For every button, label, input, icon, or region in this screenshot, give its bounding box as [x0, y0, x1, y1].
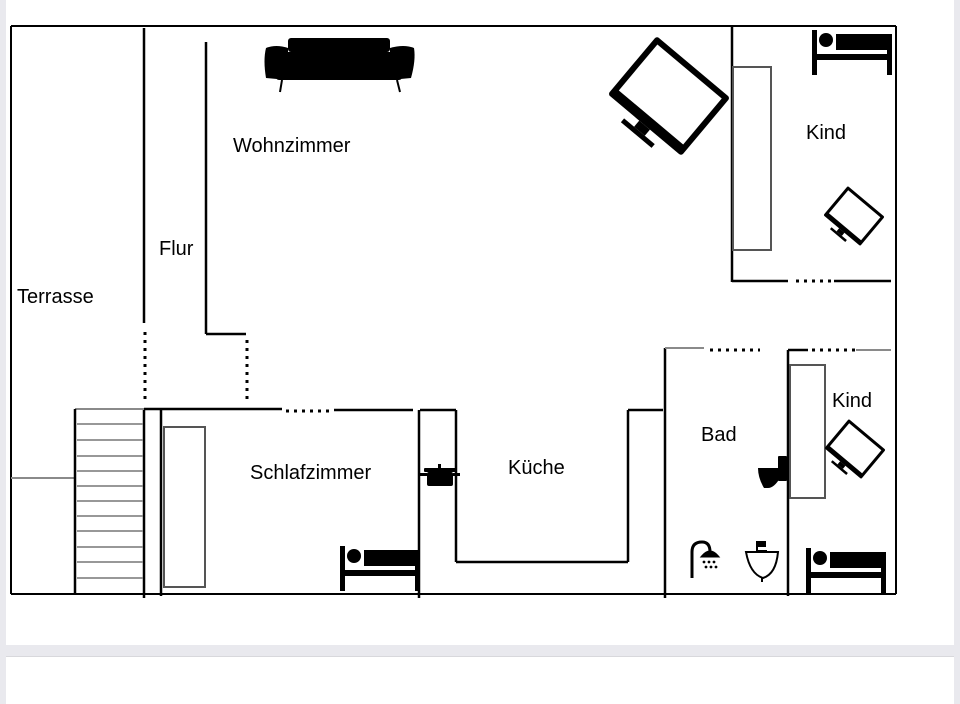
tv-icon: [819, 186, 885, 251]
furniture-outlines: [11, 347, 891, 479]
room-label-kueche: Küche: [508, 457, 565, 479]
outer-walls: [10, 25, 897, 595]
staircase: [73, 409, 143, 594]
next-image-card: [6, 656, 954, 704]
tv-icon: [599, 36, 731, 166]
room-label-flur: Flur: [159, 238, 194, 260]
sofa-icon: [264, 38, 415, 93]
bed-icon: [340, 546, 420, 591]
room-label-kind-lower: Kind: [832, 390, 872, 412]
bed-icon: [806, 548, 886, 593]
toilet-icon: [758, 456, 787, 488]
shower-icon: [690, 540, 721, 578]
cooking-pot-icon: [420, 464, 460, 486]
door-openings: [143, 279, 856, 413]
sink-icon: [744, 541, 780, 582]
room-label-kind-upper: Kind: [806, 122, 846, 144]
room-label-schlafzimmer: Schlafzimmer: [250, 462, 371, 484]
interior-walls: [142, 26, 891, 598]
room-label-terrasse: Terrasse: [17, 286, 94, 308]
room-label-bad: Bad: [701, 424, 737, 446]
wardrobes: [163, 66, 826, 588]
room-label-wohnzimmer: Wohnzimmer: [233, 135, 351, 157]
tv-icon: [820, 419, 886, 484]
bed-icon: [812, 30, 892, 75]
